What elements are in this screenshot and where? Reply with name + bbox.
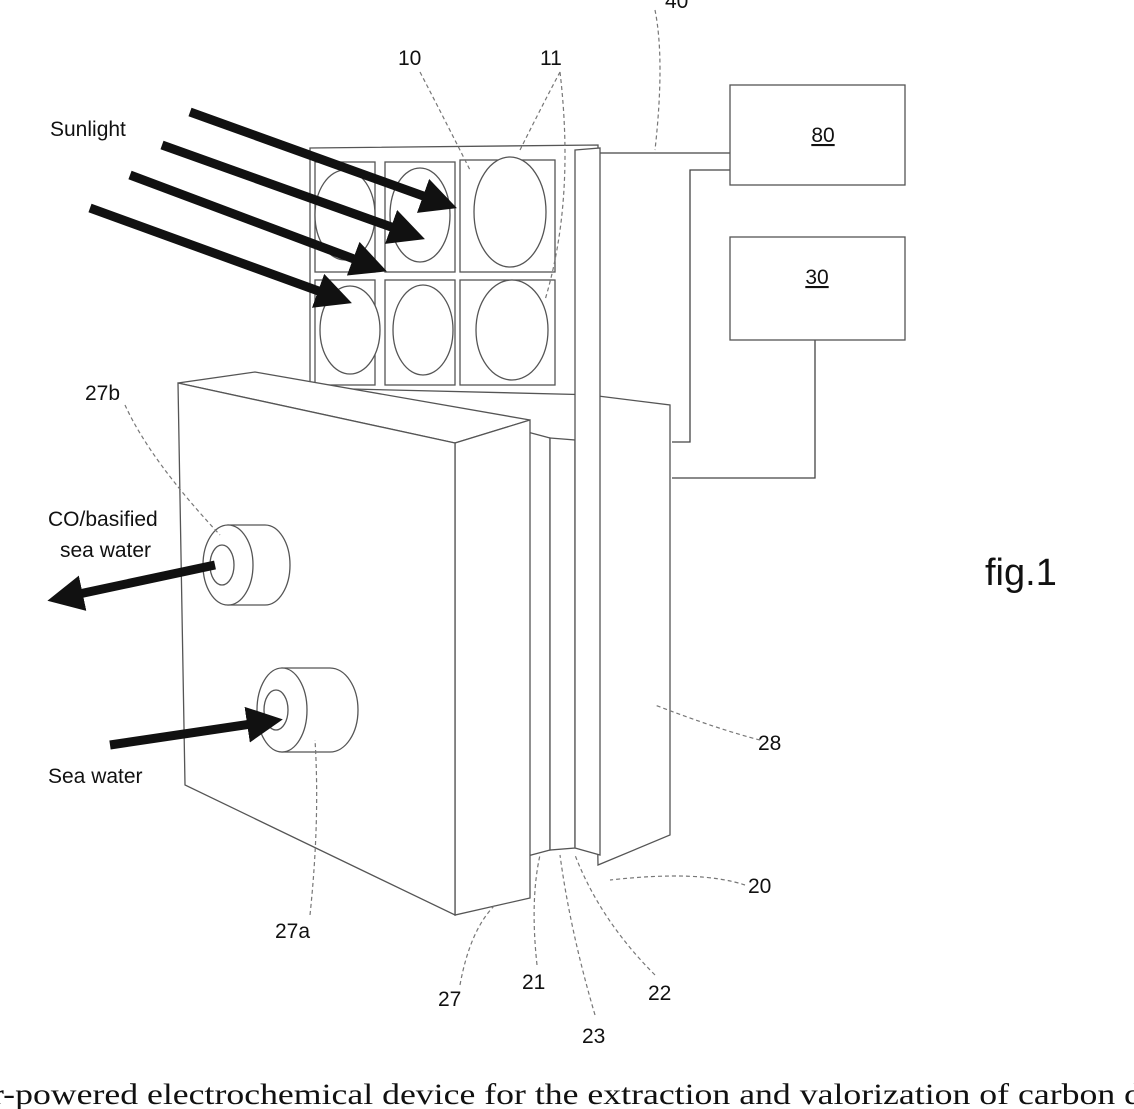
outlet-27b [203, 525, 290, 605]
block-27 [178, 372, 530, 915]
inlet-27a [257, 668, 358, 752]
label-28: 28 [758, 732, 781, 755]
figure-caption: r-powered electrochemical device for the… [0, 1078, 1134, 1109]
label-21: 21 [522, 971, 545, 994]
label-30: 30 [805, 266, 828, 289]
label-10: 10 [398, 47, 421, 70]
block-28 [590, 395, 670, 865]
label-27b: 27b [85, 382, 120, 405]
label-20: 20 [748, 875, 771, 898]
figure-label: fig.1 [985, 552, 1057, 594]
solar-panel [310, 145, 598, 395]
label-outlet-line2: sea water [60, 539, 151, 562]
label-23: 23 [582, 1025, 605, 1048]
label-11: 11 [540, 47, 562, 70]
label-inlet: Sea water [48, 765, 143, 788]
label-sunlight: Sunlight [50, 118, 126, 141]
label-outlet-line1: CO/basified [48, 508, 158, 531]
label-80: 80 [811, 124, 834, 147]
label-27a: 27a [275, 920, 310, 943]
label-40: 40 [665, 0, 688, 13]
label-22: 22 [648, 982, 671, 1005]
label-27: 27 [438, 988, 461, 1011]
